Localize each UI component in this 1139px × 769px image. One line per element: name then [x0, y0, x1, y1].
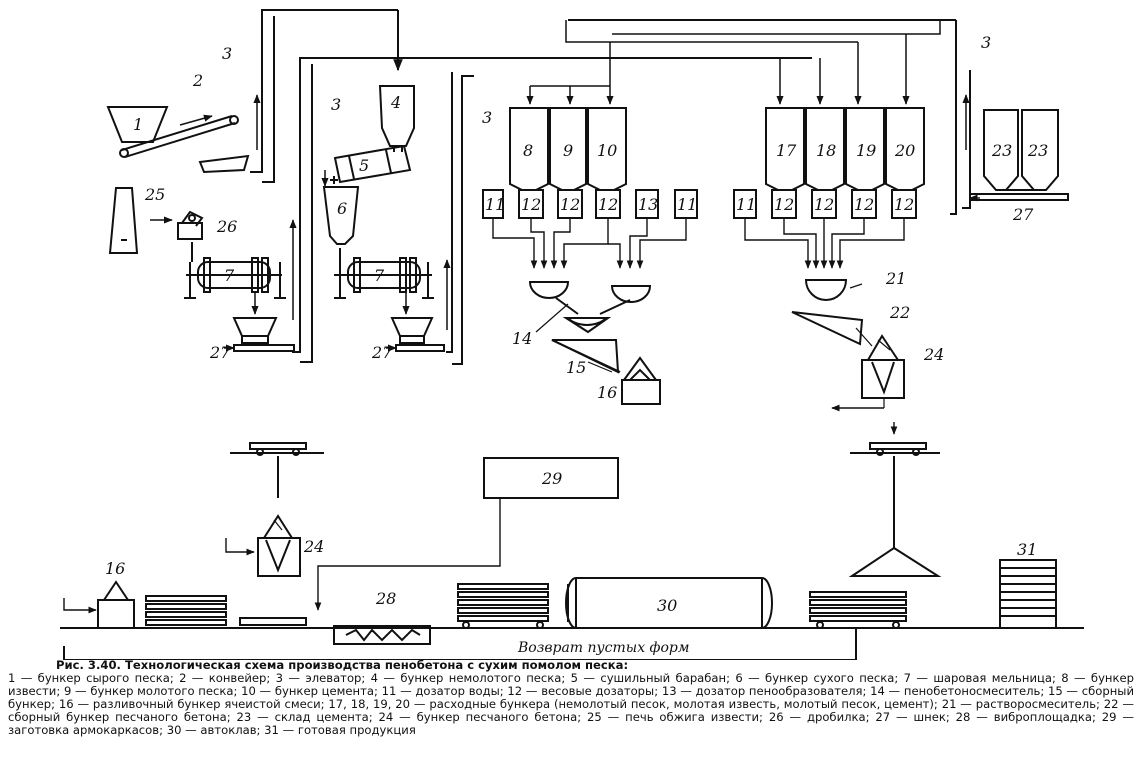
- label-9: 9: [563, 141, 573, 160]
- label-12c: 12: [598, 195, 618, 214]
- label-23a: 23: [991, 141, 1012, 160]
- label-4: 4: [390, 93, 401, 112]
- pour-bunker: [621, 356, 661, 405]
- label-3c: 3: [482, 108, 492, 127]
- screw-1: [224, 317, 295, 352]
- doser-lines-left: [492, 218, 687, 269]
- dry-sand-bunker: [322, 186, 360, 245]
- label-31: 31: [1017, 540, 1037, 559]
- label-5: 5: [359, 156, 369, 175]
- label-22: 22: [889, 303, 910, 322]
- process-scheme: 1 2 3 3 3 3 4 5 6 7 7 8 9 10 11 11 11 12…: [60, 9, 1084, 660]
- label-7a: 7: [224, 266, 235, 285]
- number-labels: 1 2 3 3 3 3 4 5 6 7 7 8 9 10 11 11 11 12…: [105, 33, 1048, 656]
- label-18: 18: [816, 141, 836, 160]
- elevator-4: [568, 19, 971, 215]
- label-12d: 12: [774, 195, 794, 214]
- raw-sand-bunker: [106, 106, 169, 143]
- label-11b: 11: [677, 195, 697, 214]
- collection-bunker: [551, 339, 621, 374]
- autoclave: [565, 577, 773, 629]
- finished-products: [999, 559, 1057, 629]
- label-24a: 24: [923, 345, 944, 364]
- label-29: 29: [541, 469, 562, 488]
- label-7b: 7: [374, 266, 385, 285]
- label-30: 30: [657, 596, 677, 615]
- label-3d: 3: [981, 33, 991, 52]
- label-27c: 27: [1012, 205, 1034, 224]
- caption-legend: 1 — бункер сырого песка; 2 — конвейер; 3…: [8, 670, 1134, 737]
- vibro-platform: [333, 625, 431, 645]
- elevator-1: [250, 9, 403, 183]
- elevator-3: [443, 72, 474, 365]
- label-17: 17: [776, 141, 797, 160]
- dosers-left: [482, 189, 698, 219]
- conveyor: [119, 114, 250, 174]
- armature-station: [314, 457, 619, 611]
- screw-2: [386, 317, 445, 352]
- label-19: 19: [856, 141, 876, 160]
- mold-stack-1: [145, 595, 227, 626]
- label-14: 14: [512, 329, 532, 348]
- crane-left: [230, 442, 324, 498]
- label-12a: 12: [521, 195, 541, 214]
- label-12g: 12: [894, 195, 914, 214]
- label-16a: 16: [597, 383, 617, 402]
- crane-right: [848, 422, 942, 577]
- label-20: 20: [894, 141, 915, 160]
- drying-drum: [330, 144, 412, 184]
- label-12e: 12: [814, 195, 834, 214]
- label-27a: 27: [209, 343, 231, 362]
- label-10: 10: [597, 141, 617, 160]
- sand-concrete-collection-bunker: [791, 311, 873, 347]
- mortar-mixer: [804, 279, 848, 301]
- label-2: 2: [192, 71, 203, 90]
- label-3b: 3: [331, 95, 341, 114]
- label-21: 21: [885, 269, 906, 288]
- label-1: 1: [133, 115, 143, 134]
- label-6: 6: [337, 199, 347, 218]
- label-25: 25: [144, 185, 165, 204]
- sand-concrete-bunker-bottom: [225, 514, 301, 577]
- label-12f: 12: [854, 195, 874, 214]
- mold-stack-3: [809, 591, 907, 629]
- label-28: 28: [375, 589, 396, 608]
- return-label: Возврат пустых форм: [517, 640, 690, 656]
- sand-concrete-bunker-top: [831, 334, 905, 412]
- foam-concrete-mixer: [528, 281, 652, 334]
- label-11c: 11: [736, 195, 756, 214]
- label-26: 26: [216, 217, 237, 236]
- figure-caption: Рис. 3.40. Технологическая схема произво…: [8, 659, 1134, 736]
- label-3a: 3: [222, 44, 232, 63]
- production-line: [60, 598, 1084, 660]
- label-8: 8: [523, 141, 533, 160]
- label-27b: 27: [371, 343, 393, 362]
- mold-stack-2: [457, 583, 549, 629]
- lime-kiln: [108, 187, 139, 254]
- label-15: 15: [566, 358, 586, 377]
- label-11a: 11: [485, 195, 505, 214]
- caption-title: Рис. 3.40. Технологическая схема произво…: [56, 658, 629, 672]
- cement-store: [969, 109, 1069, 202]
- ball-mill-1: [184, 242, 286, 315]
- ball-mill-2: [334, 248, 434, 315]
- label-23b: 23: [1027, 141, 1048, 160]
- crusher: [177, 210, 204, 240]
- distribution-lines: [526, 20, 941, 105]
- label-13: 13: [638, 195, 658, 214]
- label-12b: 12: [560, 195, 580, 214]
- empty-mold: [239, 617, 307, 626]
- label-24b: 24: [303, 537, 324, 556]
- doser-lines-right: [744, 218, 905, 269]
- elevator-2: [289, 57, 812, 363]
- label-16b: 16: [105, 559, 125, 578]
- pour-bunker-line: [97, 580, 135, 629]
